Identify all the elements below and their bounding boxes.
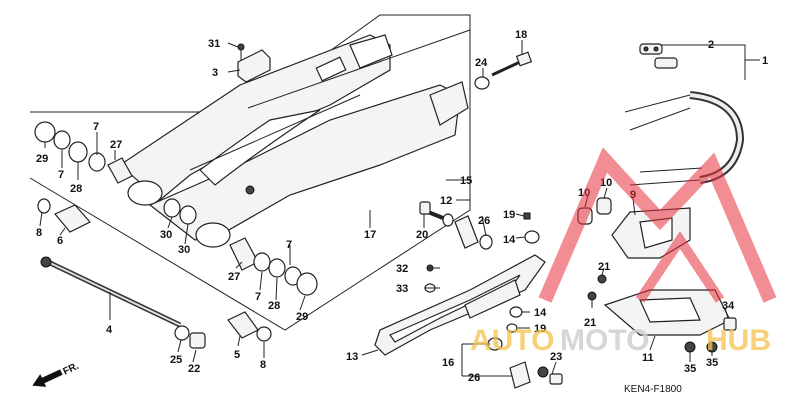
leader-lines bbox=[39, 40, 760, 377]
callout-23: 23 bbox=[550, 351, 562, 363]
callout-6: 6 bbox=[57, 235, 63, 247]
watermark-word-hub: HUB bbox=[706, 324, 771, 357]
pivot-bore-right bbox=[195, 222, 231, 248]
bolt-19b bbox=[506, 323, 518, 333]
callout-25: 25 bbox=[170, 354, 182, 366]
callout-7d: 7 bbox=[255, 291, 261, 303]
callout-26b: 26 bbox=[468, 372, 480, 384]
front-label: FR. bbox=[61, 361, 80, 378]
callout-19b: 19 bbox=[534, 323, 546, 335]
watermark-word-moto: MOTO bbox=[560, 324, 649, 357]
watermark-logo: AUTO MOTO HUB bbox=[470, 147, 777, 357]
callout-11: 11 bbox=[642, 352, 654, 364]
master-link bbox=[639, 43, 678, 69]
pivot-bolt-4 bbox=[40, 256, 182, 328]
washer-8-left bbox=[37, 198, 51, 214]
callout-17: 17 bbox=[364, 229, 376, 241]
collar-10b bbox=[596, 197, 612, 215]
callout-8a: 8 bbox=[36, 227, 42, 239]
callout-27a: 27 bbox=[110, 139, 122, 151]
callout-30a: 30 bbox=[160, 229, 172, 241]
callout-35a: 35 bbox=[684, 363, 696, 375]
watermark-word-auto: AUTO bbox=[470, 324, 554, 357]
collar-6 bbox=[54, 204, 91, 233]
drive-chain bbox=[624, 91, 745, 186]
callout-14b: 14 bbox=[534, 307, 547, 319]
callout-13: 13 bbox=[346, 351, 358, 363]
callout-7c: 7 bbox=[286, 239, 292, 251]
swingarm bbox=[119, 29, 471, 248]
callout-14a: 14 bbox=[503, 234, 516, 246]
callout-labels: 31 3 24 18 2 1 7 27 29 7 28 8 6 30 30 17… bbox=[36, 29, 768, 384]
callout-28a: 28 bbox=[70, 183, 82, 195]
callout-3: 3 bbox=[212, 67, 218, 79]
callout-35b: 35 bbox=[706, 357, 718, 369]
callout-20: 20 bbox=[416, 229, 428, 241]
callout-29a: 29 bbox=[36, 153, 48, 165]
collar-14b bbox=[509, 306, 523, 318]
swingarm-label-plate bbox=[315, 56, 347, 82]
pivot-nut-parts bbox=[174, 311, 272, 349]
callout-19a: 19 bbox=[503, 209, 515, 221]
bolt-21a bbox=[597, 274, 607, 284]
callout-34: 34 bbox=[722, 300, 735, 312]
bolt-31-head bbox=[237, 43, 245, 51]
callout-7a: 7 bbox=[93, 121, 99, 133]
callout-18: 18 bbox=[515, 29, 527, 41]
callout-29b: 29 bbox=[296, 311, 308, 323]
chain-guide-plate bbox=[603, 289, 737, 353]
callout-16: 16 bbox=[442, 357, 454, 369]
callout-27b: 27 bbox=[228, 271, 240, 283]
front-direction-arrow: FR. bbox=[32, 361, 81, 387]
callout-24: 24 bbox=[475, 57, 488, 69]
bearing-30-a bbox=[163, 198, 181, 218]
bolt-34 bbox=[723, 317, 737, 331]
diagram-code: KEN4-F1800 bbox=[624, 384, 682, 395]
swingarm-right-end bbox=[429, 81, 469, 126]
callout-8b: 8 bbox=[260, 359, 266, 371]
callout-7b: 7 bbox=[58, 169, 64, 181]
callout-12: 12 bbox=[440, 195, 452, 207]
callout-5: 5 bbox=[234, 349, 240, 361]
callout-33: 33 bbox=[396, 283, 408, 295]
chain-roller-assy bbox=[487, 337, 563, 389]
pivot-bore-left bbox=[127, 180, 163, 206]
bolt-21b bbox=[587, 291, 597, 301]
bolt-18 bbox=[491, 51, 533, 77]
washer-24 bbox=[474, 76, 490, 90]
callout-22: 22 bbox=[188, 363, 200, 375]
swingarm-end-slot bbox=[349, 34, 393, 69]
callout-26a: 26 bbox=[478, 215, 490, 227]
callout-31: 31 bbox=[208, 38, 220, 50]
callout-4: 4 bbox=[106, 324, 113, 336]
callout-15: 15 bbox=[460, 175, 472, 187]
bearing-30-b bbox=[179, 205, 197, 225]
callout-21b: 21 bbox=[584, 317, 596, 329]
callout-28b: 28 bbox=[268, 300, 280, 312]
right-pivot-stack bbox=[229, 237, 318, 296]
bolt-35a bbox=[684, 341, 696, 353]
slider-pivot-assy bbox=[419, 201, 540, 250]
callout-32: 32 bbox=[396, 263, 408, 275]
callout-2: 2 bbox=[708, 39, 714, 51]
callout-1: 1 bbox=[762, 55, 768, 67]
callout-30b: 30 bbox=[178, 244, 190, 256]
left-pivot-stack bbox=[34, 121, 133, 184]
callout-21a: 21 bbox=[598, 261, 610, 273]
chain-slider bbox=[374, 254, 546, 356]
